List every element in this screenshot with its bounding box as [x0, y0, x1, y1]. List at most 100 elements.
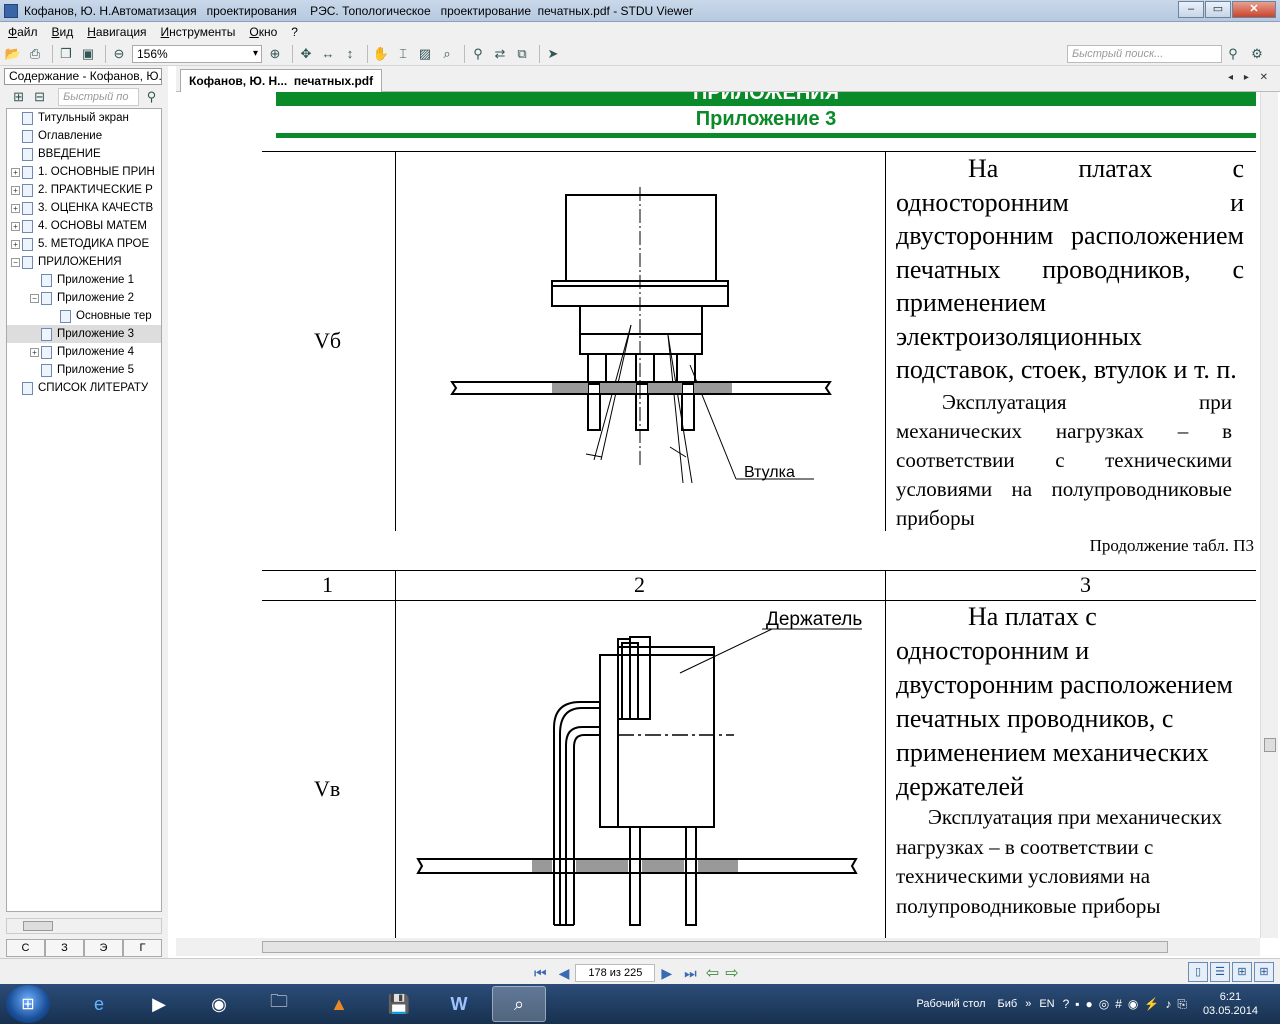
- scroll-thumb[interactable]: [1264, 738, 1276, 752]
- fit-page-icon[interactable]: ✥: [300, 45, 312, 61]
- chevron-icon[interactable]: »: [1025, 998, 1032, 1010]
- zoom-in-icon[interactable]: ⊕: [269, 45, 281, 61]
- collapse-all-icon[interactable]: ⊟: [34, 89, 46, 104]
- save-page-icon[interactable]: ▣: [81, 45, 95, 61]
- pages-icon[interactable]: ⧉: [517, 45, 527, 61]
- tree-item[interactable]: −ПРИЛОЖЕНИЯ: [7, 253, 161, 271]
- select-image-icon[interactable]: ▨: [418, 45, 432, 61]
- explorer-icon[interactable]: 🗀: [270, 991, 288, 1011]
- clock[interactable]: 6:21 03.05.2014: [1203, 990, 1258, 1018]
- expander-icon[interactable]: +: [11, 221, 20, 231]
- ie-icon[interactable]: e: [93, 993, 104, 1014]
- panel-tab-search[interactable]: Г: [123, 939, 162, 957]
- expander-icon[interactable]: +: [11, 203, 20, 213]
- zoom-out-icon[interactable]: ⊖: [113, 45, 125, 61]
- start-button[interactable]: ⊞: [6, 985, 50, 1023]
- select-text-icon[interactable]: ⌶: [399, 45, 407, 61]
- expander-icon[interactable]: +: [11, 239, 20, 249]
- menu-help[interactable]: ?: [291, 25, 298, 39]
- tree-item[interactable]: Приложение 5: [7, 361, 161, 379]
- tree-item[interactable]: +Приложение 4: [7, 343, 161, 361]
- back-icon[interactable]: ⇦: [705, 965, 720, 982]
- panel-tab-bookmarks[interactable]: З: [45, 939, 84, 957]
- last-page-icon[interactable]: ⏭: [684, 964, 697, 981]
- tree-item[interactable]: +2. ПРАКТИЧЕСКИЕ Р: [7, 181, 161, 199]
- tree-item[interactable]: СПИСОК ЛИТЕРАТУ: [7, 379, 161, 397]
- menu-view[interactable]: Вид: [51, 25, 74, 39]
- continuous-icon[interactable]: ☰: [1210, 962, 1230, 982]
- language-indicator[interactable]: EN: [1039, 998, 1055, 1010]
- stdu-viewer-icon[interactable]: ⌕: [492, 986, 546, 1022]
- tree-item[interactable]: Приложение 3: [7, 325, 161, 343]
- tree-item[interactable]: Приложение 1: [7, 271, 161, 289]
- tree-item[interactable]: Основные тер: [7, 307, 161, 325]
- zoom-select[interactable]: 156%: [132, 44, 262, 63]
- fit-width-icon[interactable]: ↔: [321, 46, 335, 61]
- next-page-icon[interactable]: ▶: [661, 964, 673, 981]
- document-hscrollbar[interactable]: [176, 938, 1260, 956]
- hand-tool-icon[interactable]: ✋: [372, 45, 390, 61]
- media-player-icon[interactable]: ▶: [152, 993, 166, 1014]
- tree-item[interactable]: Титульный экран: [7, 109, 161, 127]
- contents-search-input[interactable]: Быстрый по: [58, 88, 139, 106]
- maximize-button[interactable]: ▭: [1205, 1, 1231, 18]
- document-vscrollbar[interactable]: [1260, 92, 1278, 938]
- menu-tools[interactable]: Инструменты: [160, 25, 236, 39]
- tree-item[interactable]: +3. ОЦЕНКА КАЧЕСТВ: [7, 199, 161, 217]
- expander-icon[interactable]: +: [11, 185, 20, 195]
- bib-folder[interactable]: Биб: [997, 998, 1018, 1010]
- zoom-tool-icon[interactable]: ⌕: [443, 45, 451, 61]
- panel-tab-contents[interactable]: С: [6, 939, 45, 957]
- fit-height-icon[interactable]: ↕: [346, 46, 354, 61]
- tree-item[interactable]: +5. МЕТОДИКА ПРОЕ: [7, 235, 161, 253]
- save-app-icon[interactable]: 💾: [387, 993, 411, 1014]
- page-number-field[interactable]: 178 из 225: [575, 964, 656, 982]
- page-icon: [41, 363, 52, 377]
- chrome-icon[interactable]: ◉: [211, 993, 227, 1014]
- first-page-icon[interactable]: ⏮: [534, 964, 547, 981]
- expander-icon[interactable]: −: [11, 257, 20, 267]
- expander-icon[interactable]: +: [11, 167, 20, 177]
- tree-item[interactable]: −Приложение 2: [7, 289, 161, 307]
- quick-search-input[interactable]: Быстрый поиск...: [1067, 45, 1222, 63]
- document-view[interactable]: ПРИЛОЖЕНИЯ Приложение 3 Vб На платах с о…: [176, 92, 1260, 938]
- bookmark-icon[interactable]: ➤: [547, 45, 559, 61]
- single-page-icon[interactable]: ▯: [1188, 962, 1208, 982]
- forward-icon[interactable]: ⇨: [725, 965, 739, 982]
- contents-search-icon[interactable]: ⚲: [146, 89, 157, 104]
- expander-icon[interactable]: −: [30, 293, 39, 303]
- print-icon[interactable]: ⎙: [29, 45, 41, 61]
- contents-hscrollbar[interactable]: [6, 918, 162, 934]
- tree-item[interactable]: ВВЕДЕНИЕ: [7, 145, 161, 163]
- tab-navigation[interactable]: ◂ ▸ ✕: [1228, 72, 1272, 83]
- find-icon[interactable]: ⚲: [473, 45, 483, 61]
- menu-window[interactable]: Окно: [249, 25, 278, 39]
- tree-item[interactable]: +1. ОСНОВНЫЕ ПРИН: [7, 163, 161, 181]
- menu-file[interactable]: Файл: [8, 25, 38, 39]
- expander-icon[interactable]: +: [30, 347, 39, 357]
- copy-page-icon[interactable]: ❐: [60, 45, 72, 61]
- grid-icon[interactable]: ⊞: [1254, 962, 1274, 982]
- panel-tab-thumbnails[interactable]: Э: [84, 939, 123, 957]
- tree-item-label: 4. ОСНОВЫ МАТЕМ: [38, 220, 147, 232]
- contents-tab[interactable]: Содержание - Кофанов, Ю.: [4, 68, 162, 85]
- search-options-icon[interactable]: ⚙: [1251, 46, 1263, 61]
- scroll-thumb[interactable]: [23, 921, 53, 931]
- facing-icon[interactable]: ⊞: [1232, 962, 1252, 982]
- scroll-thumb[interactable]: [262, 941, 1168, 953]
- document-tab[interactable]: Кофанов, Ю. Н... печатных.pdf: [180, 69, 383, 93]
- matlab-icon[interactable]: ▲: [330, 993, 348, 1014]
- prev-page-icon[interactable]: ◀: [558, 964, 570, 981]
- word-icon[interactable]: W: [450, 993, 468, 1014]
- open-folder-icon[interactable]: 📂: [4, 45, 22, 61]
- tree-item[interactable]: +4. ОСНОВЫ МАТЕМ: [7, 217, 161, 235]
- tray-icons[interactable]: ?▪●◎#◉⚡♪⎘: [1062, 996, 1193, 1011]
- desktop-toolbar[interactable]: Рабочий стол: [916, 998, 986, 1010]
- search-icon[interactable]: ⚲: [1228, 46, 1238, 61]
- tree-item[interactable]: Оглавление: [7, 127, 161, 145]
- sync-icon[interactable]: ⇄: [494, 45, 506, 61]
- close-button[interactable]: ✕: [1232, 1, 1276, 18]
- menu-navigation[interactable]: Навигация: [87, 25, 147, 39]
- minimize-button[interactable]: –: [1178, 1, 1204, 18]
- expand-all-icon[interactable]: ⊞: [13, 89, 24, 104]
